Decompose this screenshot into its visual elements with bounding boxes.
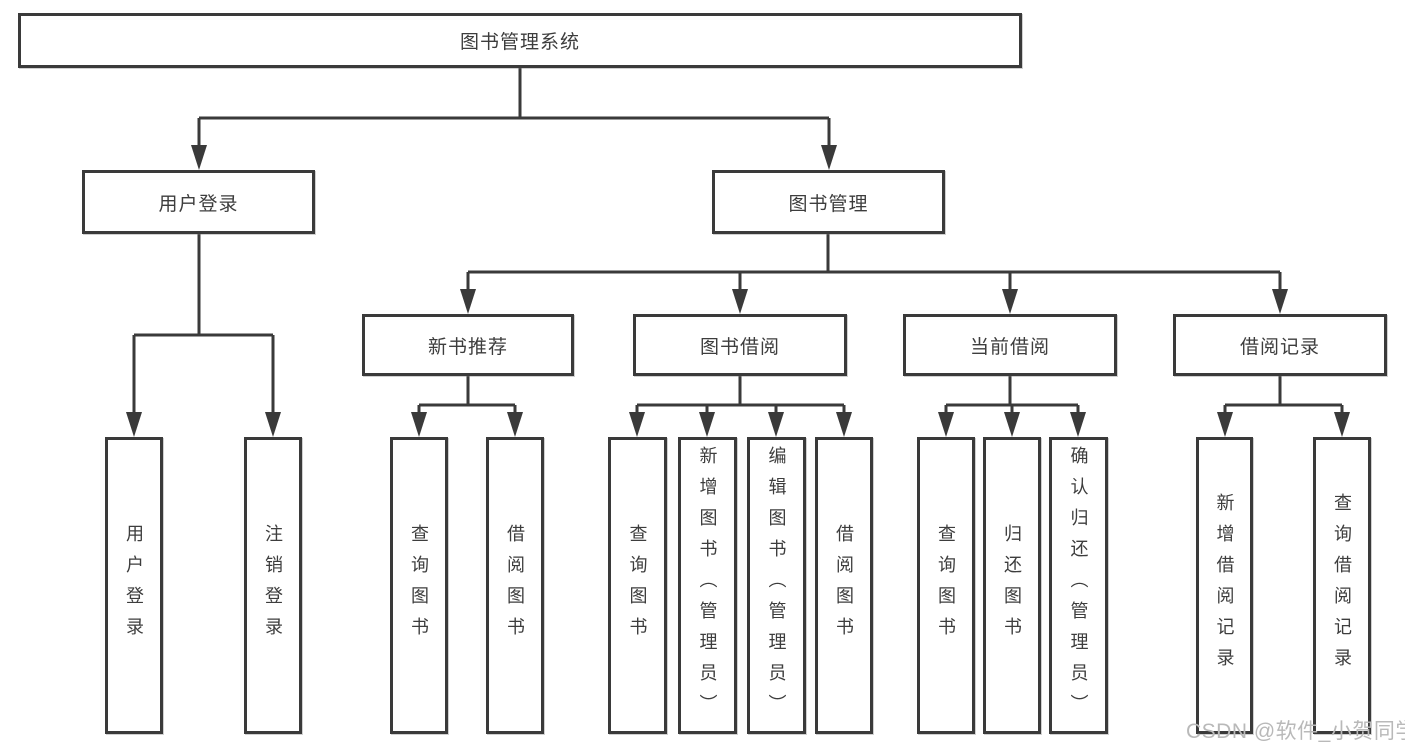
- leaf-label: 借阅图书: [834, 523, 854, 648]
- leaf-label: 编辑图书（管理员）: [766, 446, 787, 725]
- leaf-label: 新增借阅记录: [1214, 492, 1235, 679]
- node-label: 图书借阅: [699, 336, 780, 358]
- leaf-edit-books-admin: 编辑图书（管理员）: [747, 437, 806, 734]
- leaf-label: 查询图书: [936, 523, 956, 648]
- node-label: 新书推荐: [427, 336, 508, 358]
- leaf-label: 注销登录: [263, 523, 283, 648]
- leaf-user-login: 用户登录: [105, 437, 163, 734]
- node-label: 图书管理系统: [459, 32, 580, 53]
- node-current-borrowing: 当前借阅: [903, 314, 1117, 376]
- leaf-logout: 注销登录: [244, 437, 302, 734]
- leaf-query-books-borrowing: 查询图书: [608, 437, 667, 734]
- leaf-label: 查询图书: [627, 523, 648, 648]
- node-user-login: 用户登录: [82, 170, 315, 234]
- node-book-management: 图书管理: [712, 170, 945, 234]
- node-label: 当前借阅: [969, 336, 1050, 358]
- csdn-watermark: CSDN @软件_小贺同学: [1186, 720, 1405, 743]
- node-library-management-system: 图书管理系统: [18, 13, 1022, 68]
- node-label: 图书管理: [788, 193, 869, 215]
- leaf-label: 归还图书: [1002, 523, 1022, 648]
- leaf-borrow-books-recommend: 借阅图书: [486, 437, 544, 734]
- leaf-query-books-current: 查询图书: [917, 437, 975, 734]
- node-label: 用户登录: [158, 193, 239, 215]
- leaf-label: 确认归还（管理员）: [1068, 446, 1089, 725]
- leaf-return-books: 归还图书: [983, 437, 1041, 734]
- leaf-add-borrow-record: 新增借阅记录: [1196, 437, 1253, 734]
- leaf-label: 用户登录: [124, 523, 144, 648]
- leaf-label: 新增图书（管理员）: [697, 446, 718, 725]
- node-label: 借阅记录: [1239, 336, 1320, 358]
- leaf-label: 查询图书: [409, 523, 429, 648]
- leaf-borrow-books: 借阅图书: [815, 437, 873, 734]
- leaf-query-borrow-record: 查询借阅记录: [1313, 437, 1371, 734]
- leaf-label: 借阅图书: [505, 523, 525, 648]
- leaf-query-books-recommend: 查询图书: [390, 437, 448, 734]
- node-book-borrowing: 图书借阅: [633, 314, 847, 376]
- node-new-book-recommendation: 新书推荐: [362, 314, 574, 376]
- leaf-confirm-return-admin: 确认归还（管理员）: [1049, 437, 1108, 734]
- leaf-add-books-admin: 新增图书（管理员）: [678, 437, 737, 734]
- node-borrowing-records: 借阅记录: [1173, 314, 1387, 376]
- leaf-label: 查询借阅记录: [1332, 492, 1352, 679]
